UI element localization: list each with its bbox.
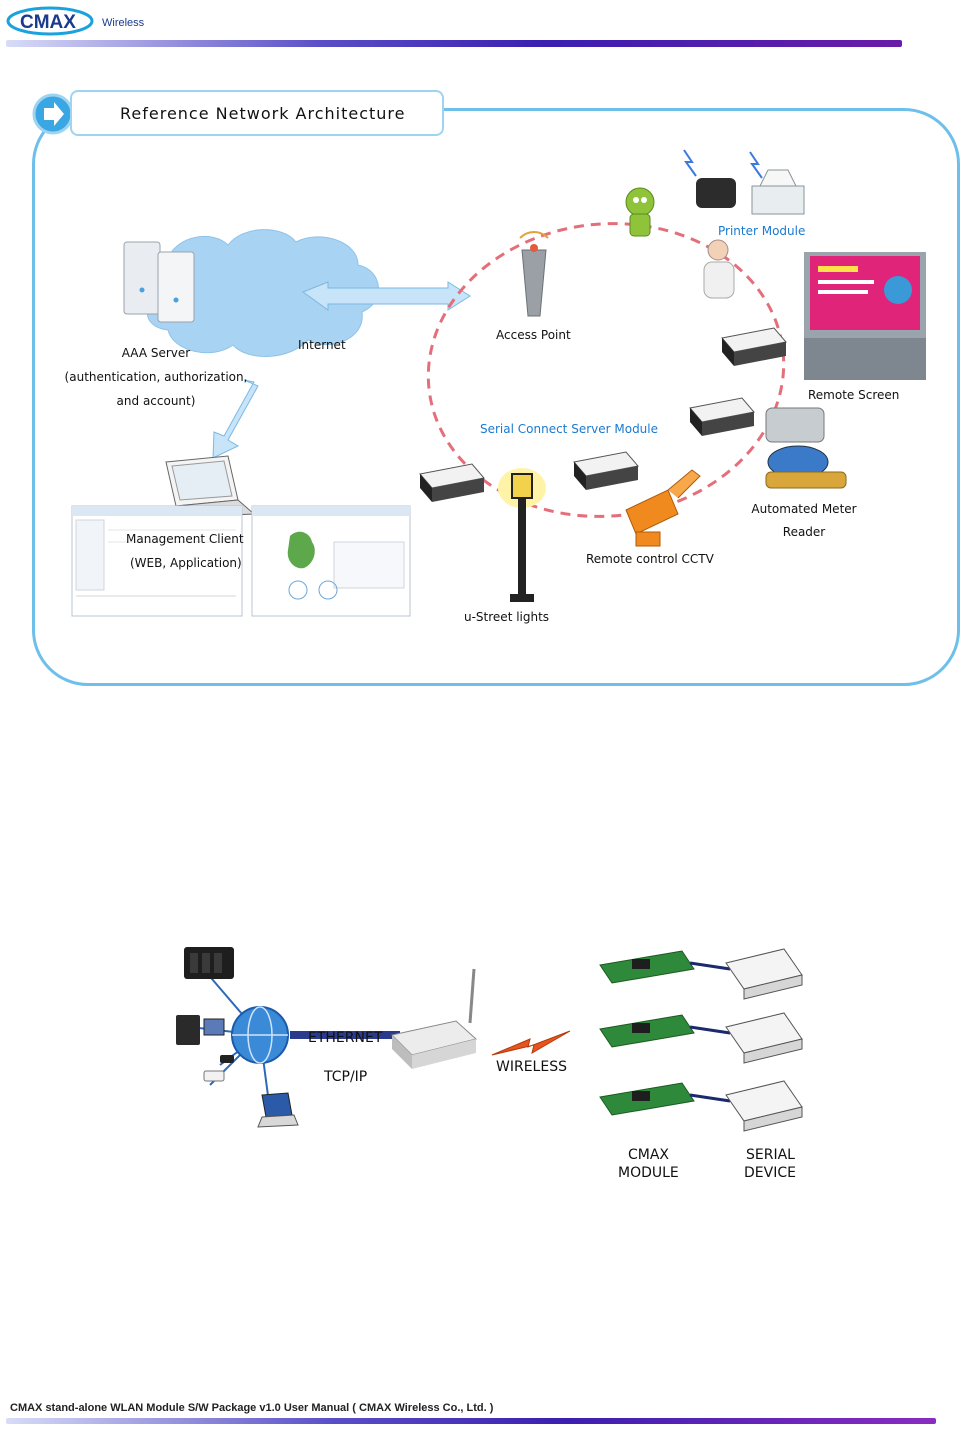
serial-module-1 [721, 327, 787, 366]
serial-device-label-line2: DEVICE [744, 1165, 796, 1181]
server-rack-icon [184, 947, 234, 979]
serial-cable-1 [689, 961, 731, 971]
figure-frame [32, 108, 960, 686]
wireless-bolt-icon [491, 1030, 571, 1056]
serial-cable-2 [689, 1025, 731, 1035]
aaa-server-label: AAA Server [121, 346, 191, 360]
wireless-label: WIRELESS [496, 1059, 567, 1075]
figure-title: Reference Network Architecture [120, 104, 406, 123]
logo-sub: Wireless [102, 17, 145, 29]
serial-module-4 [419, 463, 485, 502]
architecture-drawing [71, 149, 926, 617]
cctv-label: Remote control CCTV [586, 552, 714, 566]
footer-text: CMAX stand-alone WLAN Module S/W Package… [10, 1402, 494, 1414]
ethernet-cable [290, 1031, 400, 1039]
mascot-icon [625, 187, 655, 237]
server-icon [123, 241, 195, 323]
header-divider [6, 40, 902, 47]
desktop-pc-icon [176, 1015, 225, 1045]
cloud-client-arrow [212, 379, 259, 459]
logo-main: CMAX [20, 12, 76, 33]
management-screenshot-1 [71, 505, 243, 617]
serial-device-3 [725, 1080, 803, 1132]
cmax-module-label-line2: MODULE [618, 1165, 679, 1181]
aaa-desc-line1: (authentication, authorization, [64, 370, 248, 384]
remote-screen-icon [804, 252, 926, 380]
notebook-icon [257, 1092, 299, 1128]
cmax-module-1 [599, 950, 695, 984]
access-point-icon [519, 231, 549, 317]
management-screenshot-2 [251, 505, 411, 617]
serial-module-3 [573, 451, 639, 490]
ethernet-label: ETHERNET [308, 1030, 383, 1046]
printer-module-label: Printer Module [718, 224, 806, 238]
meter-icon [765, 407, 847, 489]
router-icon [390, 968, 478, 1069]
reference-architecture-figure: Reference Network Architecture AAA Serve… [28, 90, 963, 690]
management-client-label: Management Client [126, 532, 244, 546]
serial-device-1 [725, 948, 803, 1000]
figure-title-tab: Reference Network Architecture [70, 90, 444, 136]
network-globe-icon [189, 964, 289, 1112]
management-client-desc: (WEB, Application) [130, 556, 242, 570]
footer-divider [6, 1418, 936, 1424]
cctv-icon [625, 469, 701, 547]
internet-label: Internet [298, 338, 346, 352]
serial-device-2 [725, 1012, 803, 1064]
cmax-logo: CMAX Wireless [6, 4, 156, 38]
meter-label-line1: Automated Meter [751, 502, 857, 516]
cmax-module-3 [599, 1082, 695, 1116]
remote-screen-label: Remote Screen [808, 388, 900, 402]
connection-drawing [176, 947, 803, 1132]
aaa-desc-line2: and account) [116, 394, 196, 408]
street-lights-label: u-Street lights [464, 610, 550, 624]
cmax-module-label-line1: CMAX [628, 1147, 670, 1163]
internet-ap-arrow [301, 281, 471, 311]
internet-cloud [144, 229, 379, 357]
arrow-badge-icon [32, 93, 74, 135]
serial-connect-label: Serial Connect Server Module [480, 422, 659, 436]
street-light-icon [498, 468, 546, 602]
person-icon [703, 239, 735, 299]
serial-module-2 [689, 397, 755, 436]
access-point-label: Access Point [496, 328, 571, 342]
tcpip-label: TCP/IP [324, 1069, 368, 1085]
serial-device-label-line1: SERIAL [746, 1147, 795, 1163]
meter-label-line2: Reader [782, 525, 826, 539]
cmax-module-2 [599, 1014, 695, 1048]
printer-icon [683, 149, 805, 215]
phone-icon [203, 1055, 234, 1082]
serial-cable-3 [689, 1093, 731, 1103]
system-connection-figure: ETHERNET TCP/IP WIRELESS CMAX MODULE SER… [170, 935, 840, 1195]
